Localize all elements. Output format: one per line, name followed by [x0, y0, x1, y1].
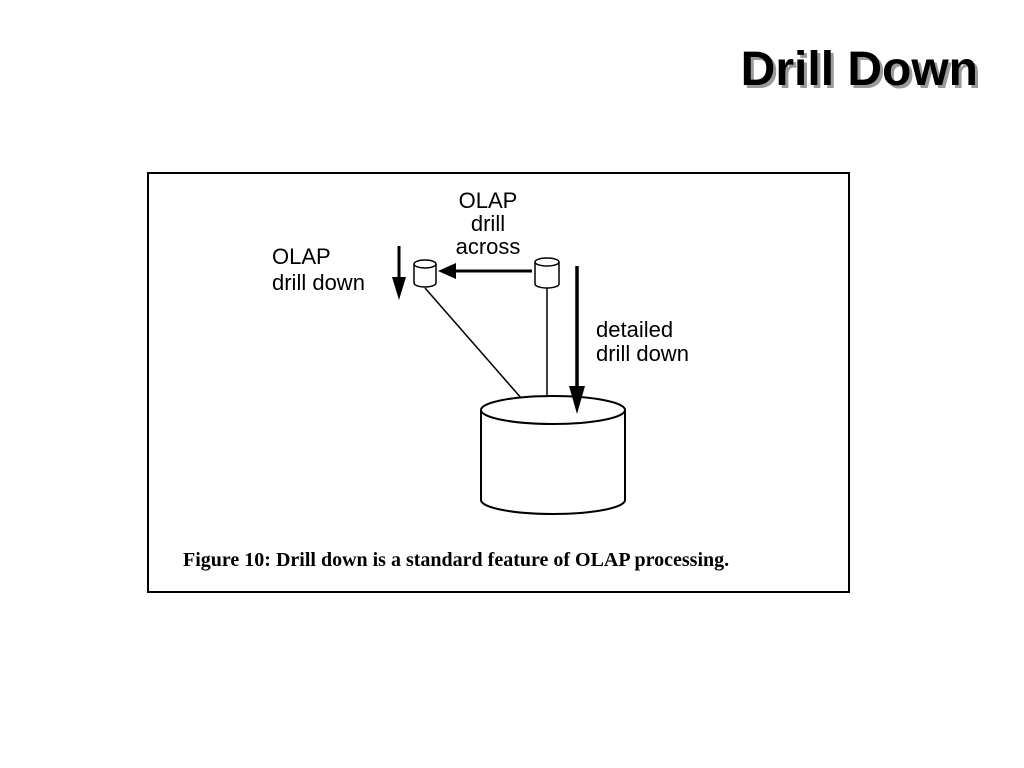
label-line: OLAP [272, 244, 331, 269]
drill-across-arrow [438, 263, 532, 279]
label-line: detailed [596, 317, 673, 342]
label-line: drill down [596, 341, 689, 366]
slide-title: Drill Down [740, 43, 978, 96]
connector-line-left [424, 287, 530, 408]
label-line: drill [471, 211, 505, 236]
small-cylinder-left [413, 259, 437, 288]
label-olap-drill-across: OLAP drill across [456, 188, 521, 259]
figure-caption: Figure 10: Drill down is a standard feat… [183, 549, 729, 571]
label-line: drill down [272, 270, 365, 295]
olap-drill-down-arrow [392, 246, 406, 300]
label-detailed-drill-down: detailed drill down [596, 317, 689, 366]
olap-drill-down-diagram: OLAP drill across OLAP drill down detail… [183, 188, 729, 571]
label-line: across [456, 234, 521, 259]
detailed-drill-down-arrow [569, 266, 585, 414]
label-line: OLAP [459, 188, 518, 213]
database-cylinder [480, 395, 626, 515]
small-cylinder-right [534, 257, 560, 289]
label-olap-drill-down: OLAP drill down [272, 244, 365, 295]
figure-frame: OLAP drill across OLAP drill down detail… [147, 172, 850, 593]
